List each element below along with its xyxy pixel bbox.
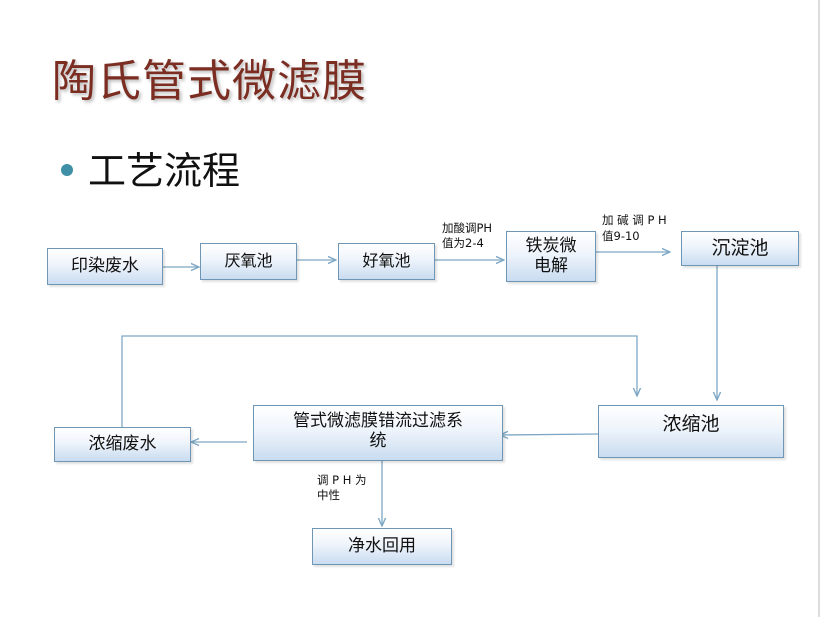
- anaerobic-tank-label: 厌氧池: [224, 251, 273, 271]
- bullet-icon: [61, 164, 73, 176]
- sedimentation-tank-label: 沉淀池: [711, 236, 769, 259]
- sedimentation-tank-box: 沉淀池: [681, 231, 799, 266]
- alkali-adjust-label-line1: 加 碱 调 P H: [602, 213, 667, 227]
- wastewater-label: 印染废水: [71, 255, 139, 276]
- concentrate-wastewater-box: 浓缩废水: [54, 427, 191, 462]
- aerobic-tank-label: 好氧池: [362, 251, 411, 271]
- arrow-concentrate-recycle-to-thickener: [121, 335, 637, 427]
- fe-c-label-line2: 电解: [534, 255, 568, 276]
- concentrate-wastewater-label: 浓缩废水: [88, 433, 157, 454]
- water-reuse-label: 净水回用: [348, 535, 416, 556]
- slide-edge: [818, 0, 820, 617]
- membrane-system-box: 管式微滤膜错流过滤系 统: [253, 405, 503, 461]
- thickener-tank-box: 浓缩池: [598, 405, 784, 458]
- slide-title: 陶氏管式微滤膜: [52, 56, 367, 107]
- fe-c-micro-electrolysis-box: 铁炭微 电解: [506, 231, 596, 282]
- thickener-tank-label: 浓缩池: [662, 413, 720, 435]
- fe-c-label-line1: 铁炭微: [525, 235, 577, 256]
- membrane-system-label-line2: 统: [369, 430, 387, 451]
- acid-adjust-label-line1: 加酸调PH: [442, 221, 493, 235]
- water-reuse-box: 净水回用: [312, 528, 452, 565]
- alkali-adjust-label-line2: 值9-10: [602, 229, 640, 243]
- neutral-adjust-label-line2: 中性: [317, 488, 340, 502]
- membrane-system-label-line1: 管式微滤膜错流过滤系: [293, 411, 463, 431]
- arrow-thickener-to-membrane: [500, 434, 599, 435]
- bullet-text: 工艺流程: [88, 149, 241, 193]
- anaerobic-tank-box: 厌氧池: [200, 243, 297, 280]
- wastewater-box: 印染废水: [47, 248, 163, 285]
- aerobic-tank-box: 好氧池: [338, 243, 435, 280]
- acid-adjust-label-line2: 值为2-4: [442, 236, 484, 250]
- neutral-adjust-label-line1: 调 P H 为: [317, 473, 367, 487]
